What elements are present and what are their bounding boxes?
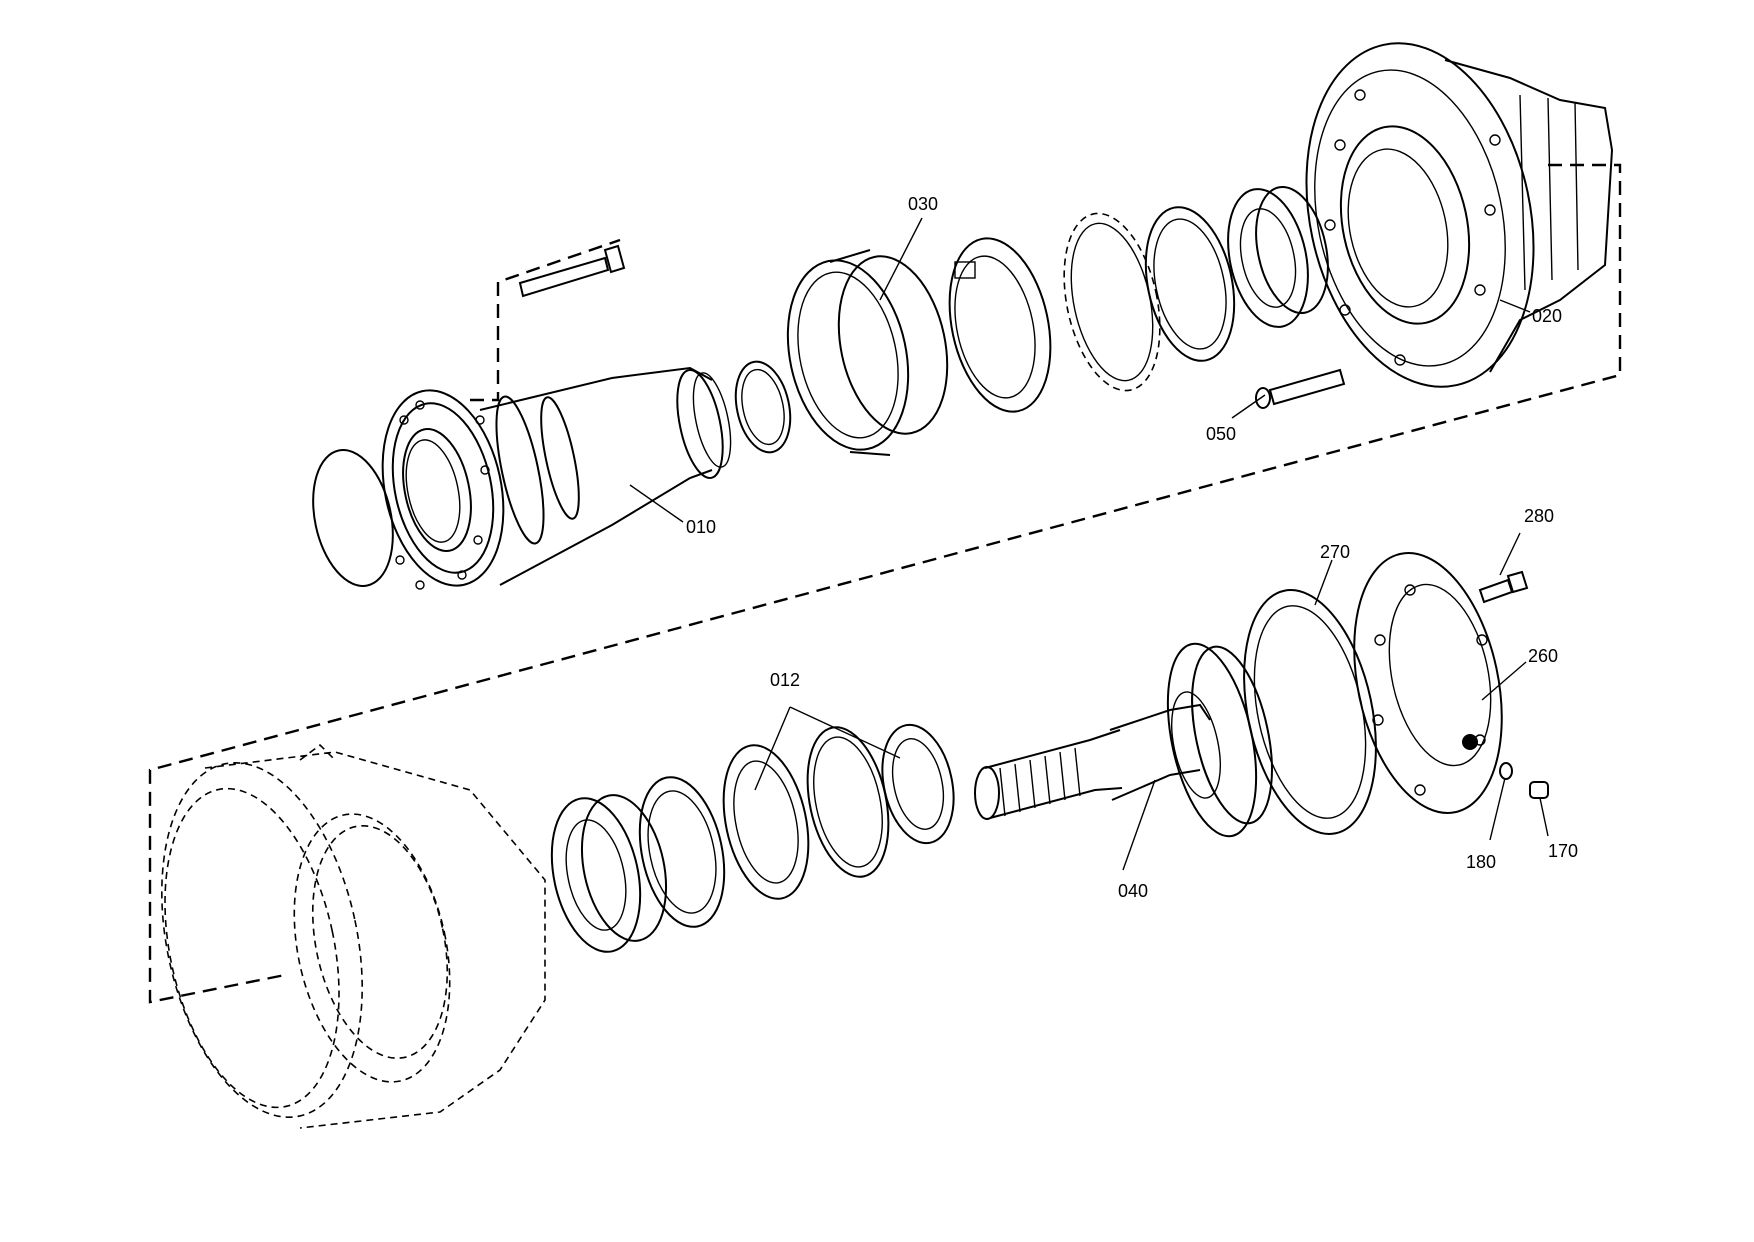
seal-ring-180 — [1499, 762, 1513, 780]
leader-030 — [879, 217, 923, 301]
bolt-top-left — [518, 244, 626, 298]
ring-030 — [786, 249, 949, 456]
leader-260 — [1481, 661, 1527, 701]
wheel-hub-020 — [1305, 42, 1614, 388]
brake-drum — [161, 743, 546, 1129]
leader-040 — [1122, 779, 1156, 871]
leader-012 — [754, 706, 901, 791]
leader-180 — [1489, 777, 1506, 841]
label-012: 012 — [770, 670, 800, 690]
label-180: 180 — [1466, 852, 1496, 872]
assembly-axis-line — [148, 163, 1622, 1004]
leader-170 — [1539, 797, 1549, 837]
label-040: 040 — [1118, 881, 1148, 901]
roller-bearing-bottom — [550, 794, 668, 953]
thrust-ring — [638, 776, 726, 928]
lock-nut-012-b — [881, 723, 955, 845]
slotted-ring — [948, 237, 1052, 413]
leader-010 — [629, 484, 684, 523]
seal-dotted — [1063, 212, 1161, 392]
label-010: 010 — [686, 517, 716, 537]
label-050: 050 — [1206, 424, 1236, 444]
wheel-stud-050 — [1255, 368, 1346, 409]
lock-nut-012-a — [722, 744, 810, 900]
leader-280 — [1499, 532, 1521, 576]
leader-050 — [1231, 394, 1266, 419]
label-270: 270 — [1320, 542, 1350, 562]
label-170: 170 — [1548, 841, 1578, 861]
plug-170 — [1529, 781, 1549, 799]
cover-260 — [1353, 552, 1503, 814]
sun-gear-shaft-040 — [974, 642, 1273, 838]
leader-270 — [1314, 559, 1333, 606]
taper-roller-bearing — [1227, 186, 1329, 328]
label-030: 030 — [908, 194, 938, 214]
label-020: 020 — [1532, 306, 1562, 326]
bearing-outer-race — [1144, 206, 1236, 362]
seal-ring-small — [734, 360, 792, 454]
leader-020 — [1499, 299, 1531, 313]
spindle-010 — [381, 366, 732, 590]
o-ring — [312, 449, 394, 587]
screw-280 — [1478, 570, 1529, 604]
label-260: 260 — [1528, 646, 1558, 666]
lock-washer — [806, 726, 890, 878]
label-280: 280 — [1524, 506, 1554, 526]
gasket-270 — [1243, 589, 1377, 835]
